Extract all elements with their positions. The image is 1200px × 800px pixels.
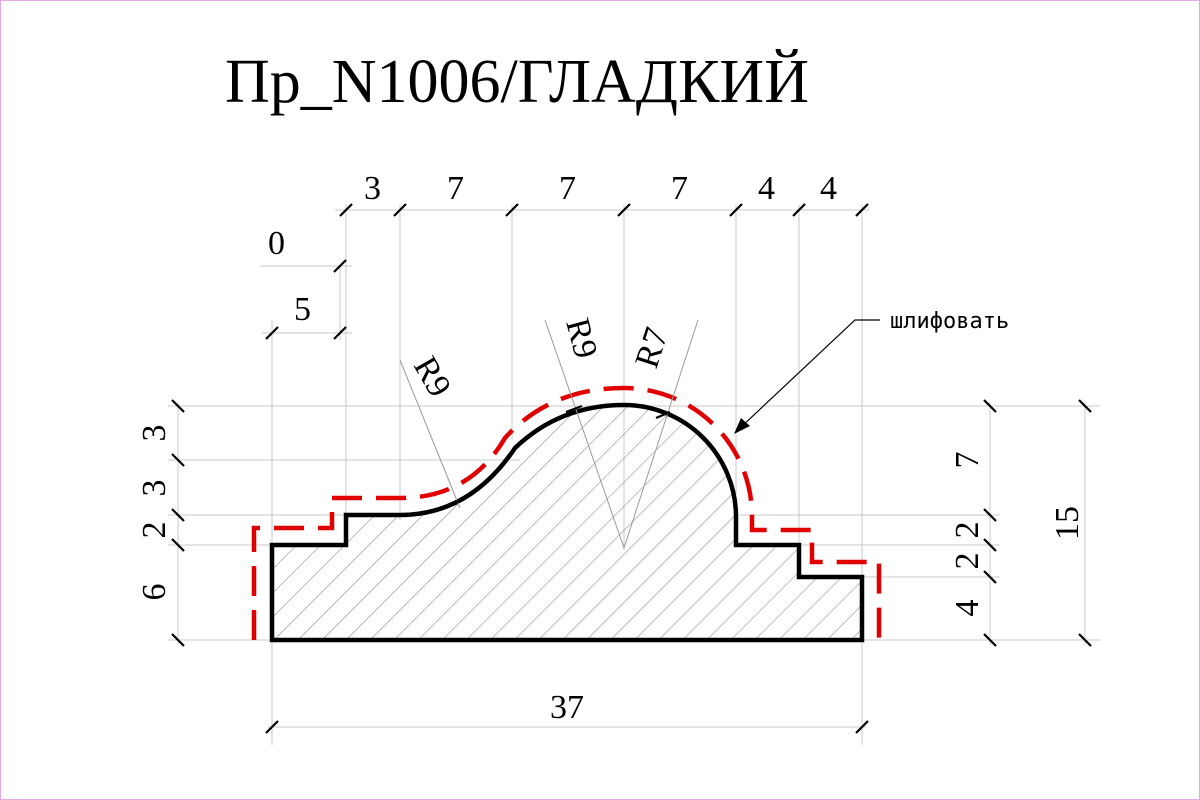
dim-total-height: 15: [1049, 506, 1086, 540]
dim-right-2b: 2: [949, 553, 986, 570]
drawing-title: Пр_N1006/ГЛАДКИЙ: [225, 48, 809, 116]
dim-left-2: 2: [136, 522, 173, 539]
dim-top-3: 3: [364, 170, 381, 207]
dim-top-7b: 7: [559, 170, 576, 207]
left-dimension-ticks: [171, 399, 185, 647]
bottom-dimension-ticks: [265, 720, 869, 734]
dim-offset-5: 5: [294, 291, 311, 328]
dim-top-4b: 4: [820, 170, 837, 207]
dim-left-3b: 3: [136, 480, 173, 497]
dim-right-4: 4: [949, 600, 986, 617]
dim-offset-0: 0: [268, 225, 285, 262]
profile-section: [269, 402, 865, 643]
radius-label-r7: R7: [628, 323, 675, 372]
dim-left-3a: 3: [136, 425, 173, 442]
dim-top-7a: 7: [447, 170, 464, 207]
radius-leaders: [399, 319, 699, 549]
sanding-offset-line: [251, 385, 882, 640]
note-leader: [739, 319, 880, 429]
dim-right-2a: 2: [949, 522, 986, 539]
dim-right-7: 7: [949, 452, 986, 469]
dim-top-7c: 7: [671, 170, 688, 207]
dim-top-4a: 4: [758, 170, 775, 207]
note-arrowhead: [734, 418, 750, 434]
top-dimension-ticks: [265, 203, 869, 340]
dim-left-6: 6: [136, 584, 173, 601]
radius-ticks: [446, 404, 671, 508]
right-dimension-ticks: [983, 399, 1092, 647]
radius-label-r9-center: R9: [558, 314, 604, 362]
sanding-note: шлифовать: [890, 309, 1009, 334]
dim-total-width: 37: [550, 689, 584, 726]
